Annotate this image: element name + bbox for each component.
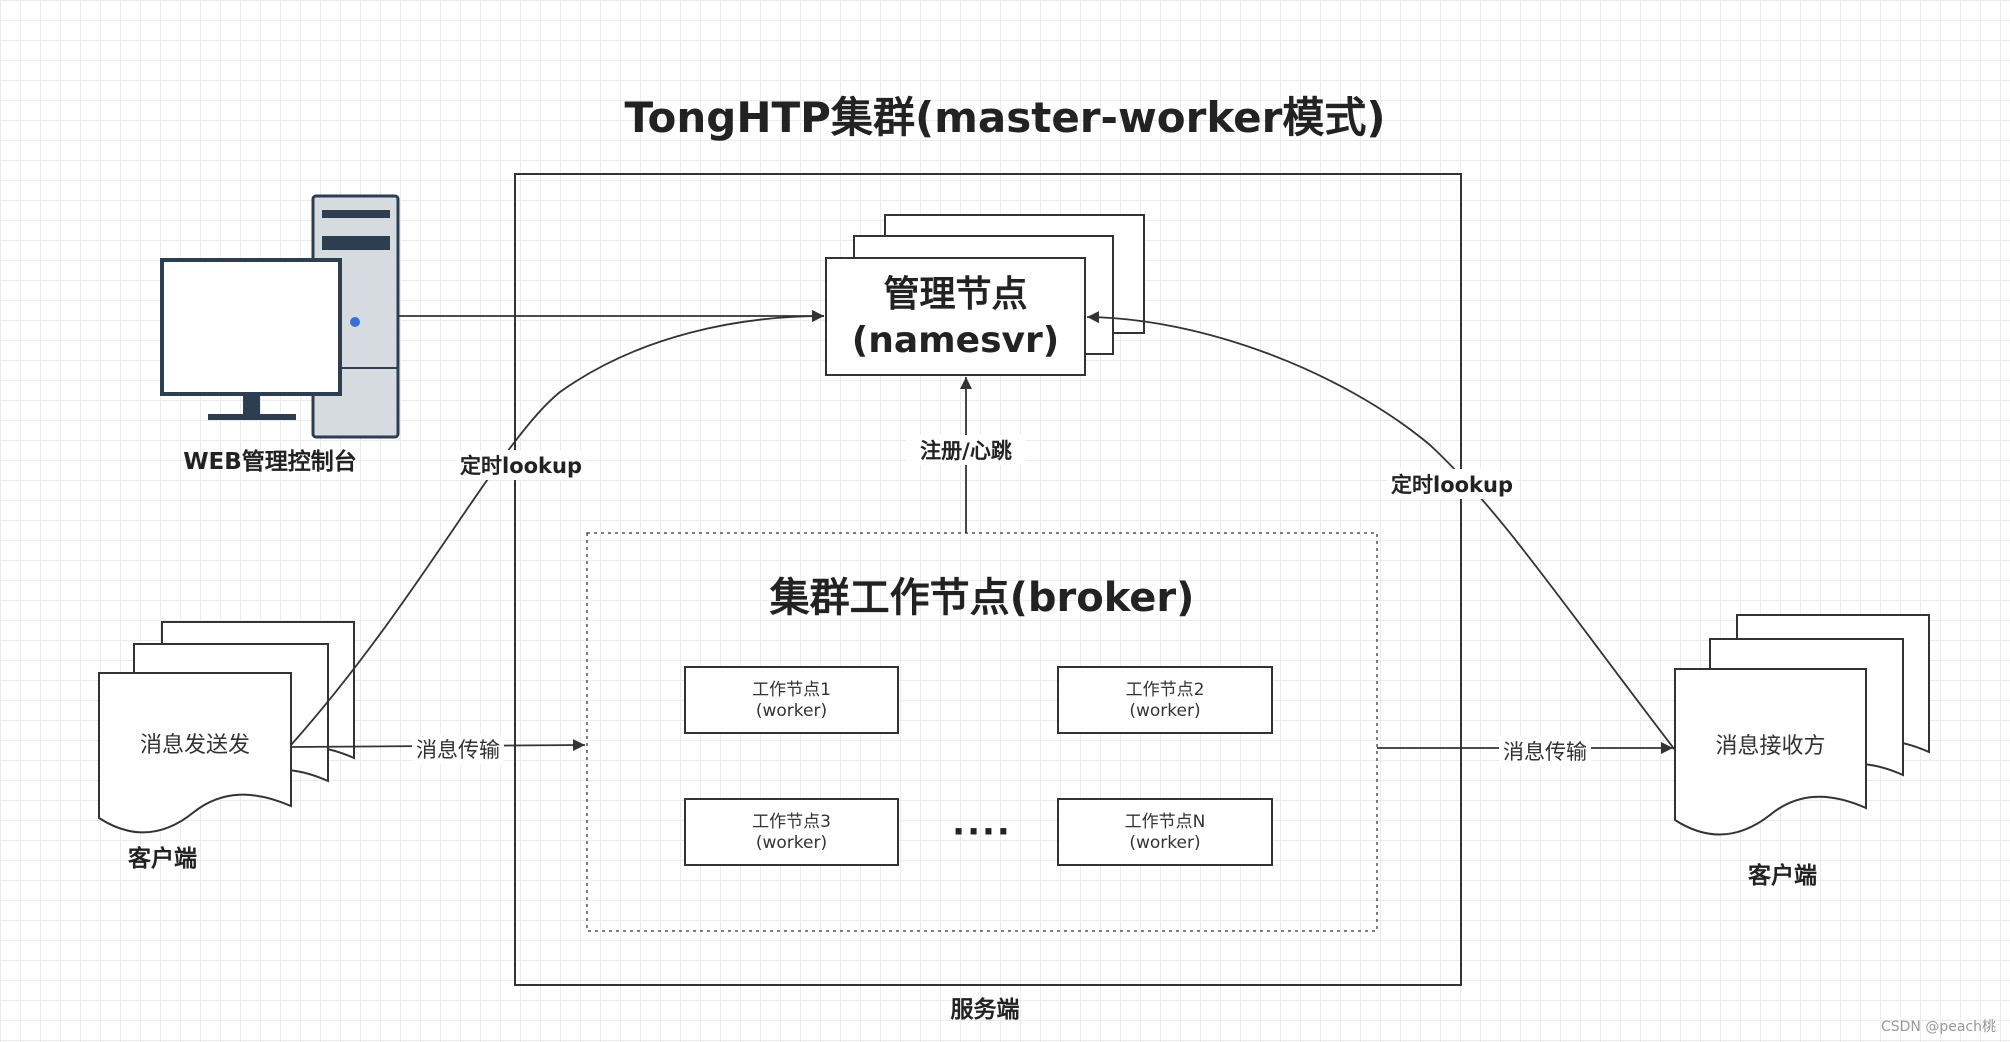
- console-label: WEB管理控制台: [183, 449, 357, 475]
- worker-node-1: 工作节点1 (worker): [685, 680, 898, 722]
- diagram-title: TongHTP集群(master-worker模式): [624, 93, 1386, 142]
- worker-node-name: 工作节点3: [752, 812, 831, 832]
- worker-node-box-1: [684, 666, 899, 734]
- worker-node-n: 工作节点N (worker): [1058, 812, 1272, 854]
- sender-document-stack: [98, 621, 355, 834]
- receiver-client-label: 客户端: [1748, 863, 1817, 889]
- broker-title: 集群工作节点(broker): [769, 575, 1195, 621]
- namesvr-stack: [825, 214, 1145, 376]
- server-boundary: [514, 173, 1462, 986]
- worker-node-name: 工作节点N: [1124, 812, 1206, 832]
- worker-node-3: 工作节点3 (worker): [685, 812, 898, 854]
- sender-label: 消息发送发: [139, 733, 250, 758]
- namesvr-title: 管理节点: [883, 274, 1028, 315]
- server-label: 服务端: [950, 997, 1020, 1023]
- receiver-document-stack: [1674, 614, 1930, 836]
- sender-lookup-edge: [290, 310, 825, 746]
- worker-node-2: 工作节点2 (worker): [1058, 680, 1272, 722]
- namesvr-node: 管理节点 (namesvr): [826, 272, 1085, 364]
- worker-node-role: (worker): [1129, 833, 1201, 853]
- worker-node-role: (worker): [1129, 701, 1201, 721]
- worker-node-box-2: [1057, 666, 1273, 734]
- sender-client-label: 客户端: [128, 846, 197, 872]
- lookup-right-label: 定时lookup: [1387, 469, 1518, 499]
- transfer-right-label: 消息传输: [1499, 736, 1591, 766]
- worker-node-name: 工作节点1: [752, 680, 831, 700]
- computer-icon: [160, 194, 400, 439]
- register-edge-label: 注册/心跳: [906, 435, 1026, 465]
- lookup-left-label: 定时lookup: [456, 450, 587, 480]
- receiver-lookup-edge: [1086, 311, 1676, 751]
- watermark: CSDN @peach桃: [1880, 1019, 1996, 1035]
- transfer-left-label: 消息传输: [412, 734, 504, 764]
- worker-node-box-n: [1057, 798, 1273, 866]
- receiver-label: 消息接收方: [1715, 734, 1826, 759]
- worker-node-role: (worker): [755, 701, 828, 721]
- namesvr-subtitle: (namesvr): [851, 320, 1060, 361]
- worker-node-name: 工作节点2: [1125, 680, 1205, 700]
- worker-node-box-3: [684, 798, 899, 866]
- broker-boundary: [586, 532, 1378, 932]
- worker-ellipsis: ····: [952, 812, 1012, 852]
- worker-node-role: (worker): [755, 833, 828, 853]
